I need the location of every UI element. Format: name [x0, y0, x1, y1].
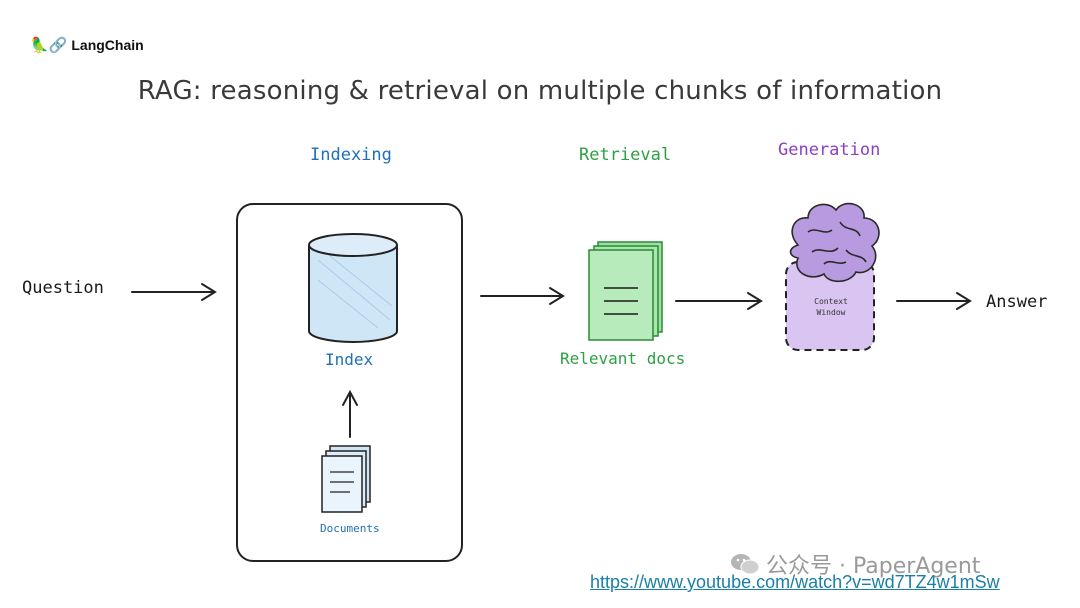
question-label: Question [22, 278, 104, 298]
relevant-docs-label: Relevant docs [560, 349, 686, 368]
logo-text: LangChain [71, 37, 144, 53]
relevant-docs-icon [588, 241, 663, 341]
arrow-question-to-indexing [131, 283, 217, 301]
context-window-line1: Context [814, 297, 848, 306]
section-retrieval-label: Retrieval [579, 145, 672, 165]
arrow-index-to-retrieval [480, 287, 565, 305]
documents-label: Documents [320, 522, 380, 535]
answer-label: Answer [986, 292, 1048, 312]
arrow-documents-to-index [342, 389, 358, 438]
context-window-label: Context Window [786, 296, 876, 318]
brain-icon [789, 202, 880, 283]
arrow-retrieval-to-generation [675, 292, 763, 310]
source-url-link[interactable]: https://www.youtube.com/watch?v=wd7TZ4w1… [590, 572, 1000, 592]
index-label: Index [325, 350, 374, 369]
watermark-brand: 公众号 · PaperAgent [730, 548, 980, 580]
documents-stack-icon [321, 445, 371, 513]
langchain-logo: 🦜🔗 LangChain [30, 36, 144, 54]
page-title: RAG: reasoning & retrieval on multiple c… [137, 76, 943, 106]
context-window-line2: Window [816, 308, 846, 317]
parrot-link-icon: 🦜🔗 [30, 36, 68, 54]
indexing-container [236, 203, 463, 562]
index-database-icon [308, 233, 398, 343]
section-indexing-label: Indexing [310, 145, 392, 165]
wechat-icon [731, 554, 760, 575]
watermark-brand-text: 公众号 · PaperAgent [766, 554, 981, 579]
section-generation-label: Generation [778, 140, 881, 160]
context-window-box [785, 261, 875, 351]
arrow-generation-to-answer [896, 292, 972, 310]
